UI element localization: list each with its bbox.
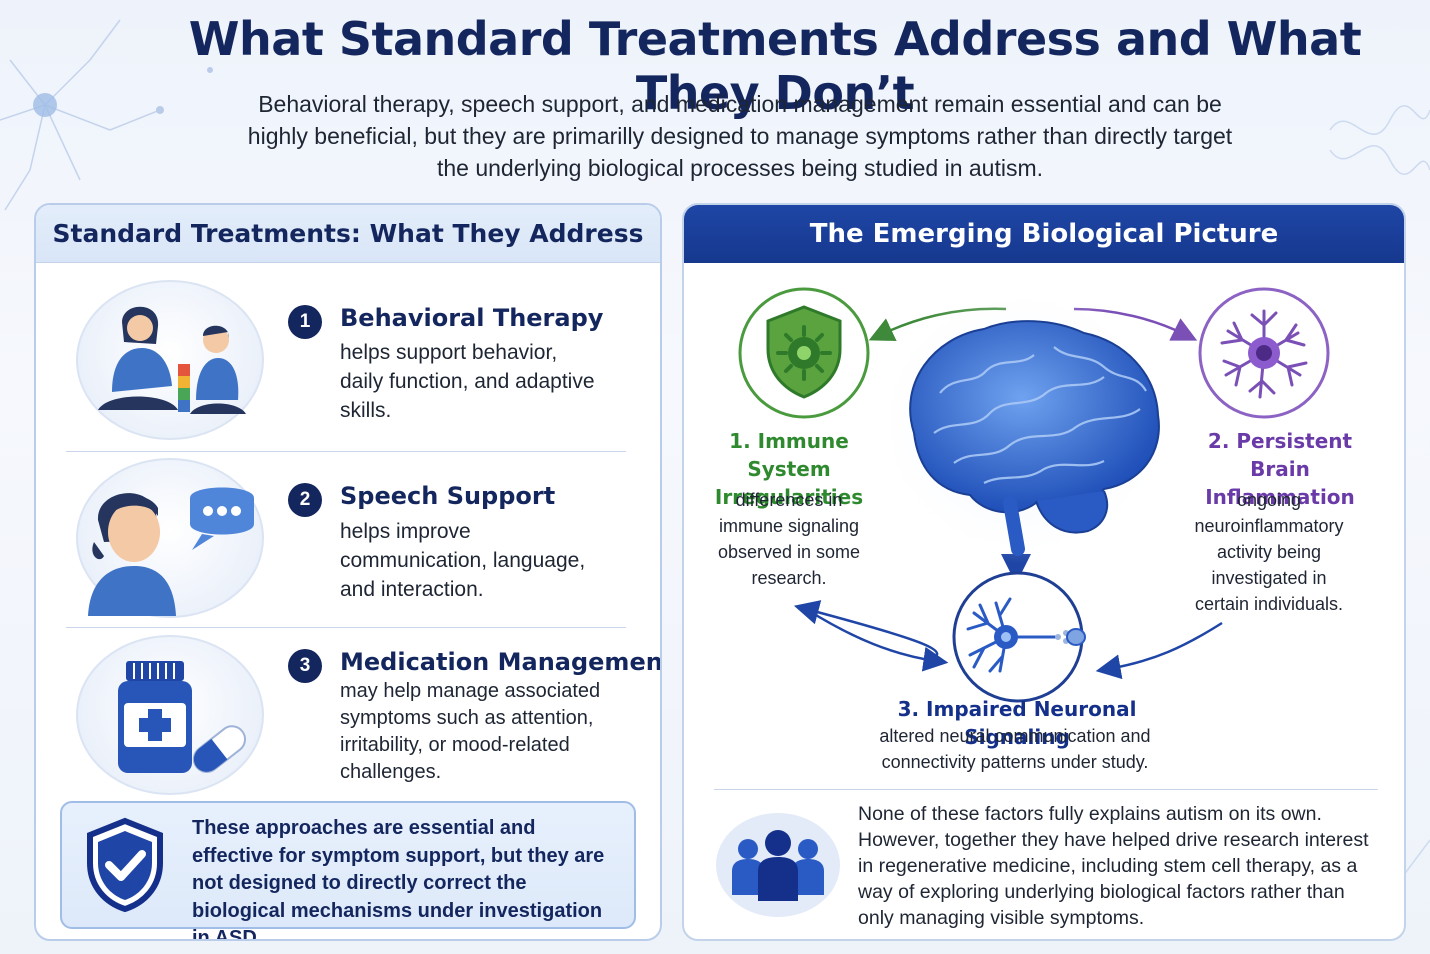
brain-icon	[872, 283, 1172, 563]
brain-inflammation-title: 2. Persistent Brain Inflammation	[1205, 429, 1355, 509]
page-subtitle: Behavioral therapy, speech support, and …	[247, 91, 1233, 181]
divider	[714, 789, 1378, 790]
immune-system-title: 1. Immune System Irregularities	[714, 429, 864, 509]
arrow	[805, 607, 949, 672]
page-title: What Standard Treatments Address and Wha…	[188, 12, 1362, 120]
biological-diagram	[738, 283, 1330, 703]
divider	[66, 451, 626, 452]
medicine-bottle-icon	[76, 635, 264, 795]
arrow	[793, 600, 939, 663]
behavioral-therapy-description: helps support behavior, daily function, …	[340, 341, 595, 422]
neuron-icon	[952, 571, 1086, 703]
speech-support-title: Speech Support	[340, 482, 556, 510]
microglia-cell-icon	[1198, 287, 1330, 419]
behavioral-therapy-title: Behavioral Therapy	[340, 304, 604, 332]
child-speech-bubble-icon	[76, 458, 264, 618]
people-group-icon	[716, 813, 840, 917]
brain-inflammation-description: ongoing neuroinflammatory activity being…	[1194, 490, 1344, 614]
medication-management-description: may help manage associated symptoms such…	[340, 680, 601, 783]
standard-treatments-heading: Standard Treatments: What They Address	[36, 205, 660, 263]
speech-support-description: helps improve communication, language, a…	[340, 520, 586, 601]
immune-system-description: differences in immune signaling observed…	[717, 490, 861, 588]
summary-text: None of these factors fully explains aut…	[858, 803, 1369, 929]
divider	[66, 627, 626, 628]
item-number-badge: 1	[288, 305, 322, 339]
immune-shield-icon	[738, 287, 870, 419]
biological-picture-panel: The Emerging Biological Picture	[682, 203, 1406, 941]
item-number-badge: 3	[288, 649, 322, 683]
standard-treatments-panel: Standard Treatments: What They Address 1…	[34, 203, 662, 941]
arrow	[1095, 621, 1223, 680]
symptom-support-note: These approaches are essential and effec…	[60, 801, 636, 939]
biological-picture-heading: The Emerging Biological Picture	[684, 205, 1404, 263]
neuronal-signaling-description: altered neural communication and connect…	[879, 726, 1151, 772]
note-text: These approaches are essential and effec…	[192, 817, 605, 941]
medication-management-title: Medication Management	[340, 648, 662, 676]
item-number-badge: 2	[288, 483, 322, 517]
neuronal-signaling-title: 3. Impaired Neuronal Signaling	[897, 697, 1137, 749]
parent-child-play-icon	[76, 280, 264, 440]
shield-check-icon	[87, 817, 163, 913]
